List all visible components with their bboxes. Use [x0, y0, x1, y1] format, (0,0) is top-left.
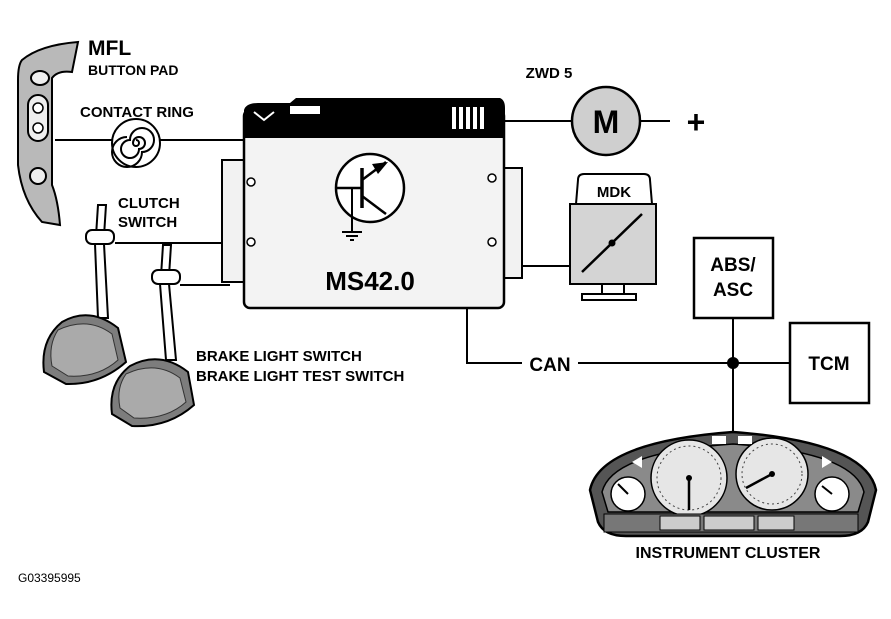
mdk-label: MDK [597, 184, 631, 201]
wires [55, 120, 790, 452]
clutch-switch-label-line1: CLUTCH [118, 195, 180, 212]
tcm-module: TCM [788, 321, 871, 405]
button-pad-label: BUTTON PAD [88, 62, 178, 78]
brake-light-test-switch-label: BRAKE LIGHT TEST SWITCH [196, 368, 404, 385]
plus-label: + [687, 104, 706, 140]
figure-id-label: G03395995 [18, 571, 81, 585]
zwd-motor: ZWD 5 M + [526, 65, 706, 157]
mfl-button-pad [17, 40, 80, 227]
motor-label: M [593, 104, 620, 140]
contact-ring-label: CONTACT RING [80, 104, 194, 121]
clutch-pedal [42, 204, 128, 386]
ecu-label: MS42.0 [325, 266, 415, 296]
mfl-label: MFL [88, 37, 131, 60]
abs-label-line1: ABS/ [710, 255, 756, 276]
brake-pedal [110, 244, 196, 428]
contact-ring-icon [111, 118, 161, 168]
tcm-label: TCM [808, 354, 849, 375]
zwd-label: ZWD 5 [526, 65, 573, 82]
transistor-icon [334, 152, 406, 241]
instrument-cluster-label: INSTRUMENT CLUSTER [636, 545, 821, 562]
can-label: CAN [529, 355, 570, 376]
instrument-cluster [588, 430, 878, 538]
mdk-throttle: MDK [569, 173, 657, 301]
abs-asc-module: ABS/ ASC [692, 236, 775, 320]
brake-light-switch-label: BRAKE LIGHT SWITCH [196, 348, 362, 365]
can-junction-dot [727, 357, 739, 369]
abs-label-line2: ASC [713, 280, 753, 301]
clutch-switch-label-line2: SWITCH [118, 214, 177, 231]
ecu-ms42: MS42.0 [221, 98, 523, 310]
